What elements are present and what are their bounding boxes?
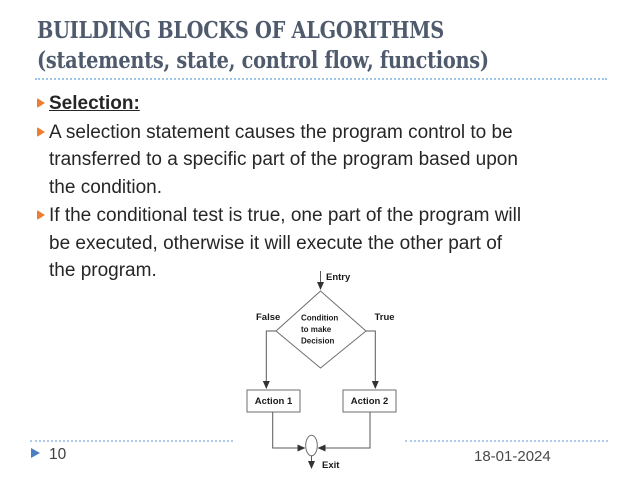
bullet-line: the program. <box>49 260 157 281</box>
footer-divider-right <box>405 440 608 442</box>
bullet-paragraph: A selection statement causes the program… <box>49 119 518 202</box>
condition-text-line: to make <box>301 325 332 334</box>
title-line-1: BUILDING BLOCKS OF ALGORITHMS <box>37 17 445 44</box>
page-number: 10 <box>49 446 67 463</box>
true-branch-line <box>366 330 379 389</box>
action1-box <box>246 389 301 413</box>
bullet-list: Selection: A selection statement causes … <box>36 90 604 286</box>
page-title: BUILDING BLOCKS OF ALGORITHMS (statement… <box>37 16 627 76</box>
action1-merge-line <box>272 412 306 452</box>
list-item: Selection: <box>36 90 604 118</box>
bullet-line: the condition. <box>49 176 163 198</box>
selection-flowchart-diagram: Entry Condition to make Decision False T… <box>246 271 397 471</box>
condition-text-line: Decision <box>301 337 334 346</box>
action1-label: Action 1 <box>255 396 293 407</box>
exit-label: Exit <box>322 460 340 471</box>
footer-divider-left <box>30 440 233 442</box>
false-branch-line <box>262 330 276 389</box>
bullet-heading-selection: Selection: <box>49 93 140 114</box>
slide-date: 18-01-2024 <box>474 448 551 465</box>
bullet-line: transferred to a specific part of the pr… <box>49 149 518 170</box>
list-item: A selection statement causes the program… <box>36 119 604 202</box>
action2-label: Action 2 <box>351 396 388 407</box>
list-item: If the conditional test is true, one par… <box>36 202 604 285</box>
bullet-paragraph: If the conditional test is true, one par… <box>49 202 521 285</box>
bullet-line: If the conditional test is true, one par… <box>49 205 522 226</box>
bullet-triangle-icon <box>37 98 45 108</box>
condition-text-line: Condition <box>301 314 338 323</box>
title-divider <box>35 78 607 80</box>
false-branch-label: False <box>256 312 280 323</box>
action2-merge-line <box>317 412 371 452</box>
entry-label: Entry <box>326 272 351 283</box>
bullet-triangle-icon <box>37 126 45 137</box>
true-branch-label: True <box>375 312 395 323</box>
title-line-2: (statements, state, control flow, functi… <box>37 47 489 74</box>
footer-triangle-icon <box>31 448 40 458</box>
bullet-line: be executed, otherwise it will execute t… <box>49 232 503 254</box>
connector-circle <box>305 434 318 457</box>
bullet-line: A selection statement causes the program… <box>49 121 513 143</box>
decision-diamond <box>275 290 367 369</box>
bullet-triangle-icon <box>37 210 45 220</box>
